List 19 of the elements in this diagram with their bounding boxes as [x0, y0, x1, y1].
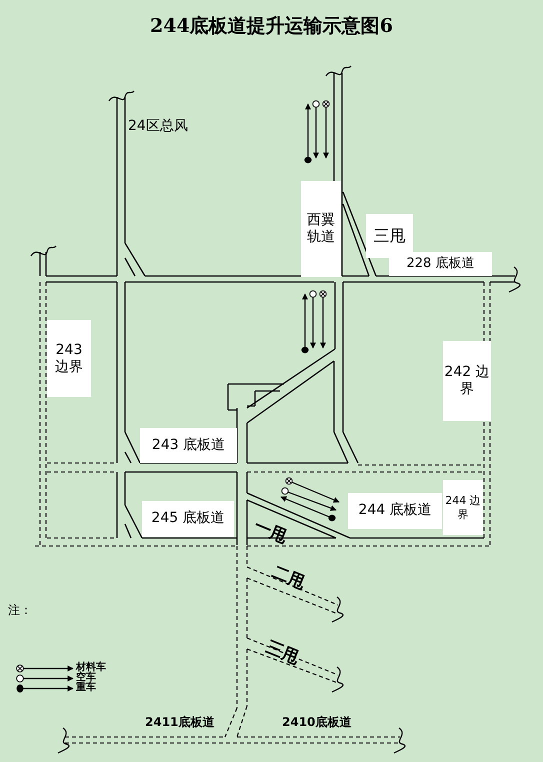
roadway-label: 三甩 [263, 638, 302, 668]
legend-label: 空车 [76, 673, 96, 683]
roadway-label: 西翼轨道 [301, 181, 341, 277]
diagram-title: 244底板道提升运输示意图6 [149, 16, 394, 37]
note-label: 注： [8, 604, 32, 618]
roadway-label: 2411底板道 [145, 716, 214, 730]
boundary-label: 244 边界 [443, 480, 483, 535]
legend-label: 材料车 [76, 663, 106, 673]
roadway-label: 二甩 [269, 563, 308, 594]
boundary-label: 243 边界 [47, 320, 91, 397]
roadway-label: 24区总风 [128, 118, 188, 135]
roadway-label: 243 底板道 [140, 428, 237, 463]
roadway-label: 245 底板道 [142, 501, 234, 537]
legend-label: 重车 [76, 683, 96, 693]
roadway-label: 228 底板道 [389, 252, 492, 276]
boundary-label: 242 边界 [443, 341, 491, 421]
roadway-label: 2410底板道 [282, 716, 352, 730]
roadway-label: 244 底板道 [348, 493, 442, 529]
roadway-label: 三甩 [366, 214, 413, 258]
